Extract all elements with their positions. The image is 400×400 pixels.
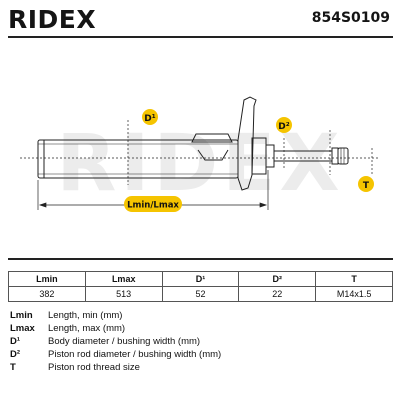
header-lmin: Lmin (8, 271, 86, 287)
header-divider (8, 36, 393, 38)
value-lmin: 382 (8, 286, 86, 302)
d2-label: D² (278, 122, 289, 132)
thread-end (337, 147, 349, 165)
t-badge: T (358, 176, 374, 192)
legend-item: D² Piston rod diameter / bushing width (m… (10, 348, 221, 361)
part-number: 854S0109 (311, 10, 390, 26)
spec-table: Lmin Lmax D¹ D² T 382 513 52 22 M14x1.5 (8, 271, 393, 302)
shock-absorber-drawing: RIDEX D¹ (20, 96, 380, 212)
legend-item: T Piston rod thread size (10, 361, 221, 374)
header-t: T (315, 271, 393, 287)
header: RIDEX 854S0109 (0, 0, 400, 36)
legend: Lmin Length, min (mm) Lmax Length, max (mm… (10, 309, 221, 374)
value-d1: 52 (161, 286, 240, 302)
value-lmax: 513 (84, 286, 163, 302)
d1-badge: D¹ (142, 109, 158, 125)
header-d2: D² (238, 271, 317, 287)
value-t: M14x1.5 (315, 286, 393, 302)
legend-desc: Body diameter / bushing width (mm) (48, 336, 201, 347)
legend-key: Lmin (10, 310, 33, 321)
legend-key: D¹ (10, 336, 21, 347)
d1-label: D¹ (144, 114, 155, 124)
legend-key: Lmax (10, 323, 35, 334)
brand-logo: RIDEX (8, 5, 96, 34)
spring-plate (237, 96, 257, 191)
length-label: Lmin/Lmax (127, 201, 179, 211)
drawing-divider (8, 258, 393, 260)
watermark: RIDEX (56, 119, 343, 209)
legend-key: T (10, 362, 16, 373)
header-d1: D¹ (161, 271, 240, 287)
value-d2: 22 (238, 286, 317, 302)
t-label: T (363, 181, 370, 191)
legend-item: Lmax Length, max (mm) (10, 322, 221, 335)
knuckle-bracket (191, 133, 233, 161)
table-row: 382 513 52 22 M14x1.5 (8, 286, 393, 302)
legend-item: Lmin Length, min (mm) (10, 309, 221, 322)
table-header-row: Lmin Lmax D¹ D² T (8, 271, 393, 287)
legend-desc: Length, max (mm) (48, 323, 126, 334)
legend-desc: Length, min (mm) (48, 310, 123, 321)
brand-name: RIDEX (8, 5, 97, 34)
legend-key: D² (10, 349, 21, 360)
header-lmax: Lmax (84, 271, 163, 287)
legend-desc: Piston rod diameter / bushing width (mm) (48, 349, 222, 360)
legend-desc: Piston rod thread size (48, 362, 140, 373)
d2-badge: D² (276, 117, 292, 133)
length-badge: Lmin/Lmax (124, 196, 182, 212)
legend-item: D¹ Body diameter / bushing width (mm) (10, 335, 221, 348)
